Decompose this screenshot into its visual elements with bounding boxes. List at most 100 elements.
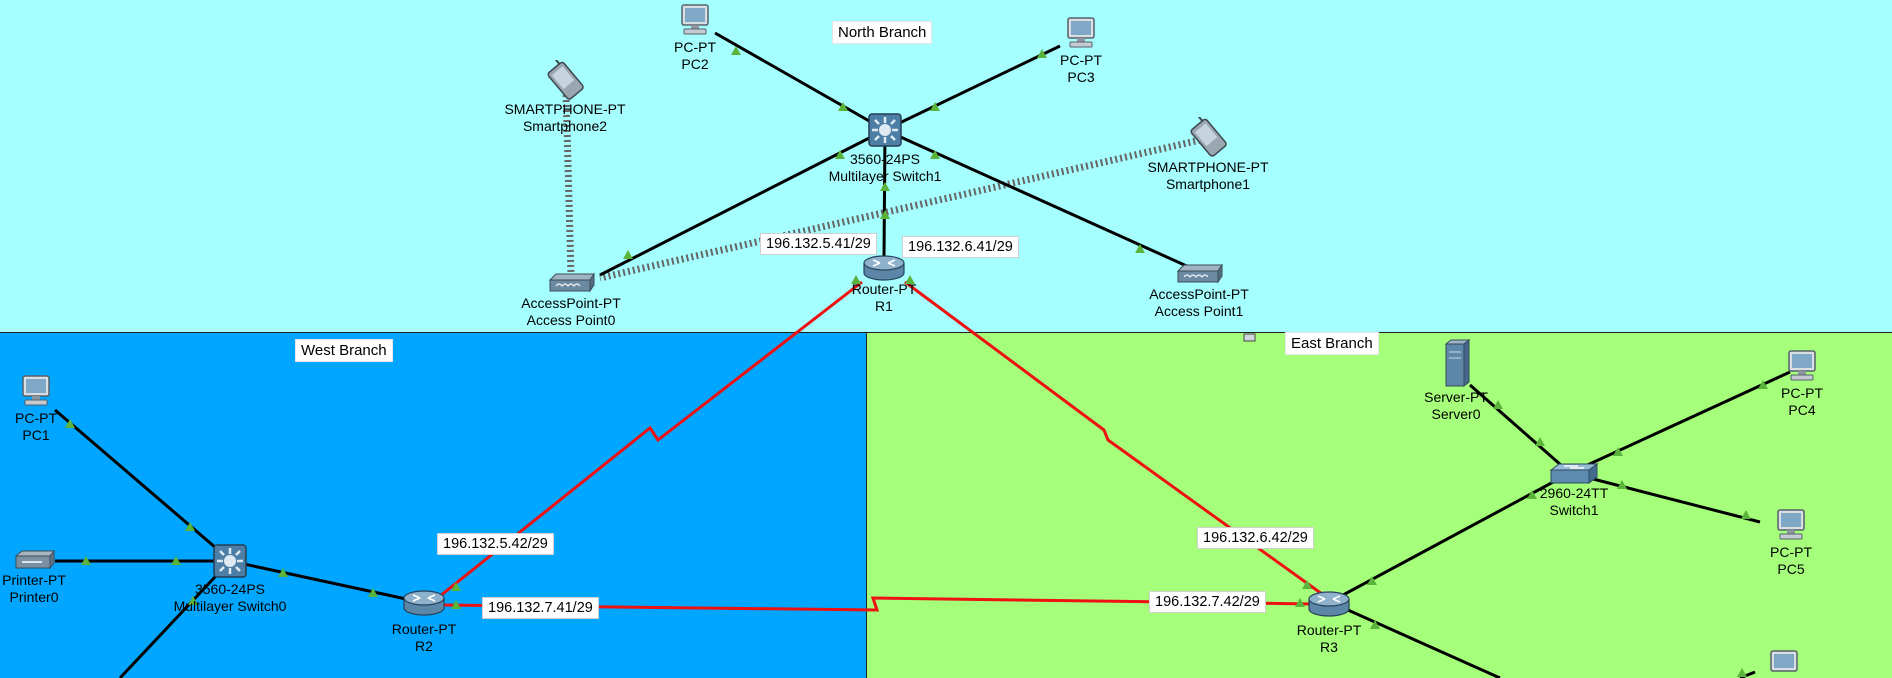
device-name-label: PC5	[1777, 561, 1805, 577]
device-name-label: Access Point1	[1154, 303, 1244, 319]
port-indicator	[1527, 490, 1537, 499]
port-indicator	[1370, 620, 1380, 629]
access-point-icon	[1176, 263, 1223, 284]
port-indicator	[930, 102, 940, 111]
east-branch-area	[867, 333, 1892, 678]
port-indicator	[1613, 447, 1623, 456]
link-sw1-r3	[1329, 471, 1571, 604]
port-indicator	[1741, 510, 1751, 519]
port-indicator	[905, 275, 915, 284]
pc-icon	[681, 4, 709, 35]
port-indicator	[1295, 598, 1305, 607]
device-model-label: Router-PT	[851, 281, 917, 297]
device-model-label: SMARTPHONE-PT	[1147, 159, 1269, 175]
pc-icon	[1770, 650, 1798, 672]
device-name-label: Smartphone2	[522, 118, 608, 134]
link-pc4-sw1	[1569, 370, 1791, 475]
port-indicator	[188, 596, 198, 605]
ip-label-r3-north: 196.132.6.42/29	[1197, 527, 1314, 549]
device-model-label: Printer-PT	[2, 572, 66, 588]
device-name-label: Switch1	[1549, 502, 1599, 518]
printer-icon	[14, 549, 56, 570]
pc-icon	[22, 375, 50, 406]
port-indicator	[1737, 668, 1747, 677]
device-model-label: SMARTPHONE-PT	[504, 101, 626, 117]
multilayer-switch-icon	[213, 544, 247, 578]
router-icon	[1308, 591, 1350, 617]
ip-label-r1-west: 196.132.5.41/29	[760, 233, 877, 255]
port-indicator	[368, 588, 378, 597]
device-name-label: Multilayer Switch1	[828, 168, 942, 184]
ip-label-r2-east: 196.132.7.41/29	[482, 597, 599, 619]
port-indicator	[171, 556, 181, 565]
port-indicator	[65, 419, 75, 428]
port-indicator	[1135, 244, 1145, 253]
port-indicator	[880, 182, 890, 191]
link-pc3-mls1	[884, 44, 1061, 132]
device-model-label: Router-PT	[391, 621, 457, 637]
device-name-label: R2	[415, 638, 433, 654]
device-name-label: PC4	[1788, 402, 1816, 418]
smartphone-icon	[547, 60, 584, 100]
port-indicator	[278, 568, 288, 577]
link-r3-offscreen	[1329, 600, 1501, 678]
device-model-label: PC-PT	[1781, 385, 1823, 401]
device-name-label: R1	[875, 298, 893, 314]
device-name-label: Access Point0	[526, 312, 616, 328]
device-name-label: Multilayer Switch0	[173, 598, 287, 614]
link-pc1-mls0	[54, 408, 231, 562]
device-name-label: PC3	[1067, 69, 1095, 85]
east-branch-label: East Branch	[1285, 332, 1379, 355]
link-mls1-ap1	[884, 128, 1201, 274]
serial-link-r1-r3	[904, 280, 1323, 596]
device-model-label: AccessPoint-PT	[1149, 286, 1249, 302]
multilayer-switch-icon	[868, 113, 902, 147]
port-indicator	[451, 582, 461, 591]
device-model-label: 2960-24TT	[1539, 485, 1609, 501]
pc-icon	[1067, 17, 1095, 48]
port-indicator	[731, 46, 741, 55]
port-indicator	[1037, 49, 1047, 58]
access-point-icon	[548, 272, 595, 293]
port-indicator	[81, 556, 91, 565]
port-indicator	[185, 522, 195, 531]
device-model-label: PC-PT	[674, 39, 716, 55]
link-mls1-ap0	[599, 128, 886, 277]
device-name-label: Smartphone1	[1165, 176, 1251, 192]
device-model-label: 3560-24PS	[849, 151, 921, 167]
link-mls1-r1	[882, 129, 887, 259]
port-indicator	[880, 210, 890, 219]
device-model-label: AccessPoint-PT	[521, 295, 621, 311]
port-indicator	[1535, 437, 1545, 446]
router-icon	[403, 590, 445, 616]
port-indicator	[835, 150, 845, 159]
serial-link-r1-r2	[439, 280, 863, 598]
port-indicator	[1617, 480, 1627, 489]
device-name-label: PC2	[681, 56, 709, 72]
wireless-link-smartphone2-ap0	[562, 89, 575, 276]
port-indicator	[930, 150, 940, 159]
link-mls0-offscreen	[118, 559, 232, 678]
device-name-label: Printer0	[9, 589, 59, 605]
link-pc2-mls1	[714, 31, 886, 132]
port-indicator	[1367, 576, 1377, 585]
router-icon	[863, 255, 905, 281]
port-indicator	[1493, 400, 1503, 409]
link-pc5-sw1	[1569, 471, 1761, 524]
north-branch-label: North Branch	[832, 21, 933, 44]
port-indicator	[623, 250, 633, 259]
ip-label-r2-north: 196.132.5.42/29	[437, 533, 554, 555]
pc-icon	[1788, 350, 1816, 381]
switch-icon	[1549, 463, 1599, 484]
pc-icon	[1777, 509, 1805, 540]
device-model-label: PC-PT	[1060, 52, 1102, 68]
port-indicator	[851, 275, 861, 284]
port-indicator	[1758, 380, 1768, 389]
ip-label-r3-west: 196.132.7.42/29	[1149, 591, 1266, 613]
port-indicators	[65, 46, 1768, 677]
port-indicator	[451, 600, 461, 609]
port-indicator	[1302, 580, 1312, 589]
device-name-label: Server0	[1431, 406, 1481, 422]
